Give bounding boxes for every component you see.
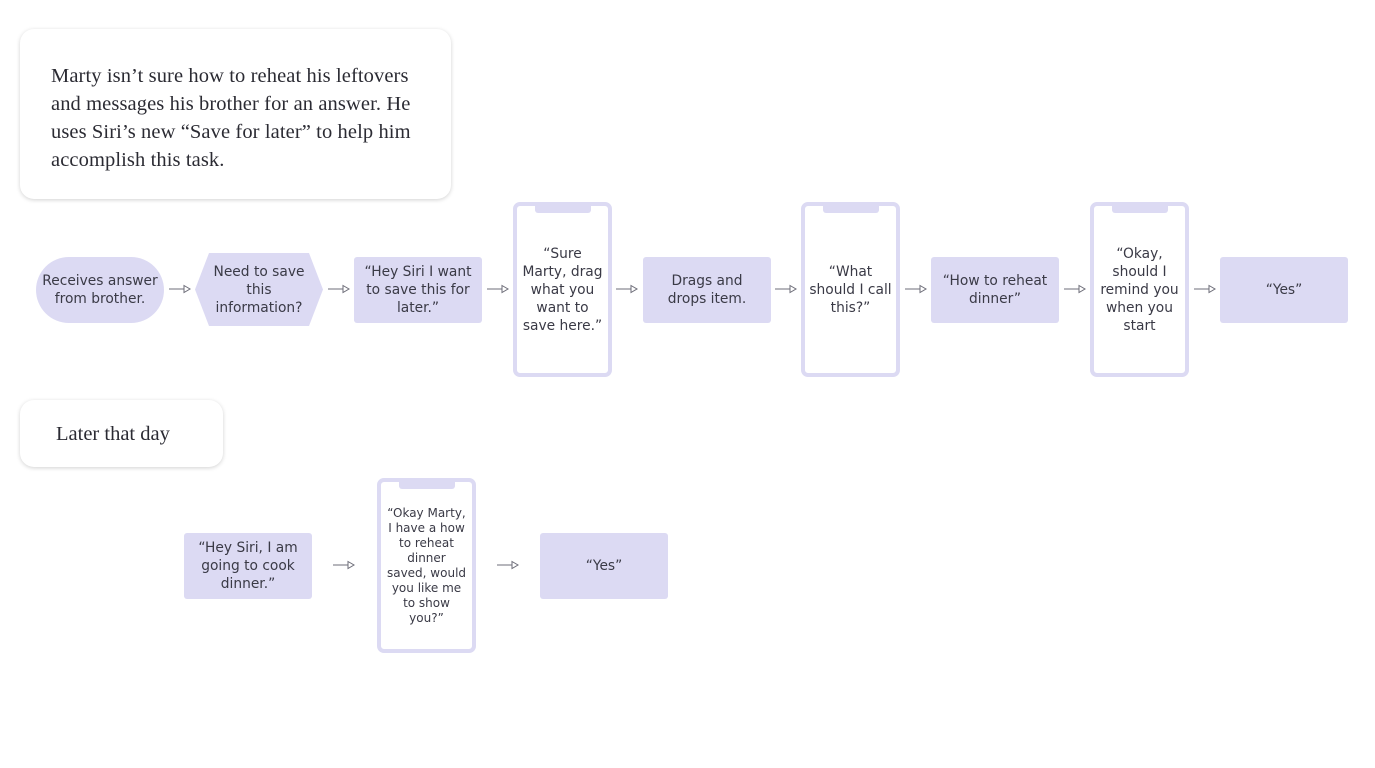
step-node-label: “Hey Siri, I am going to cook dinner.” [198,540,298,592]
step-node-how-to-reheat: “How to reheat dinner” [931,257,1059,323]
phone-screen-label: “Okay, should I remind you when you star… [1100,245,1179,334]
arrow-icon [487,284,509,294]
step-node-hey-siri-cook: “Hey Siri, I am going to cook dinner.” [184,533,312,599]
intro-note-text: Marty isn’t sure how to reheat his lefto… [51,65,411,171]
decision-node-need-to-save: Need to save this information? [195,253,323,326]
end-node-label: “Yes” [1265,282,1303,298]
arrow-icon [616,284,638,294]
phone-screen-label: “What should I call this?” [809,263,892,316]
arrow-icon [333,560,355,570]
end-node-yes: “Yes” [1220,257,1348,323]
end-node-yes: “Yes” [540,533,668,599]
end-node-label: “Yes” [585,558,623,574]
step-node-hey-siri-save: “Hey Siri I want to save this for later.… [354,257,482,323]
phone-screen-okay-marty: “Okay Marty, I have a how to reheat dinn… [377,478,476,653]
step-node-label: Drags and drops item. [667,273,747,307]
arrow-icon [328,284,350,294]
phone-screen-okay-remind: “Okay, should I remind you when you star… [1090,202,1189,377]
phone-notch-icon [822,205,879,213]
arrow-icon [775,284,797,294]
start-node-receives-answer: Receives answer from brother. [36,257,164,323]
later-that-day-card: Later that day [20,400,223,467]
phone-notch-icon [1111,205,1168,213]
start-node-label: Receives answer from brother. [42,273,158,307]
step-node-label: “How to reheat dinner” [942,273,1048,307]
step-node-label: “Hey Siri I want to save this for later.… [364,264,472,316]
phone-screen-label: “Sure Marty, drag what you want to save … [522,245,603,334]
arrow-icon [169,284,191,294]
phone-screen-label: “Okay Marty, I have a how to reheat dinn… [386,505,467,625]
phone-screen-what-call: “What should I call this?” [801,202,900,377]
arrow-icon [905,284,927,294]
phone-screen-sure-marty: “Sure Marty, drag what you want to save … [513,202,612,377]
later-that-day-text: Later that day [56,423,170,445]
hexagon-shape [195,253,323,326]
decision-node-label: Need to save this information? [213,263,305,316]
arrow-icon [1064,284,1086,294]
phone-notch-icon [534,205,591,213]
arrow-icon [497,560,519,570]
intro-note-card: Marty isn’t sure how to reheat his lefto… [20,29,451,199]
phone-notch-icon [398,481,455,489]
step-node-drags-and-drops: Drags and drops item. [643,257,771,323]
arrow-icon [1194,284,1216,294]
